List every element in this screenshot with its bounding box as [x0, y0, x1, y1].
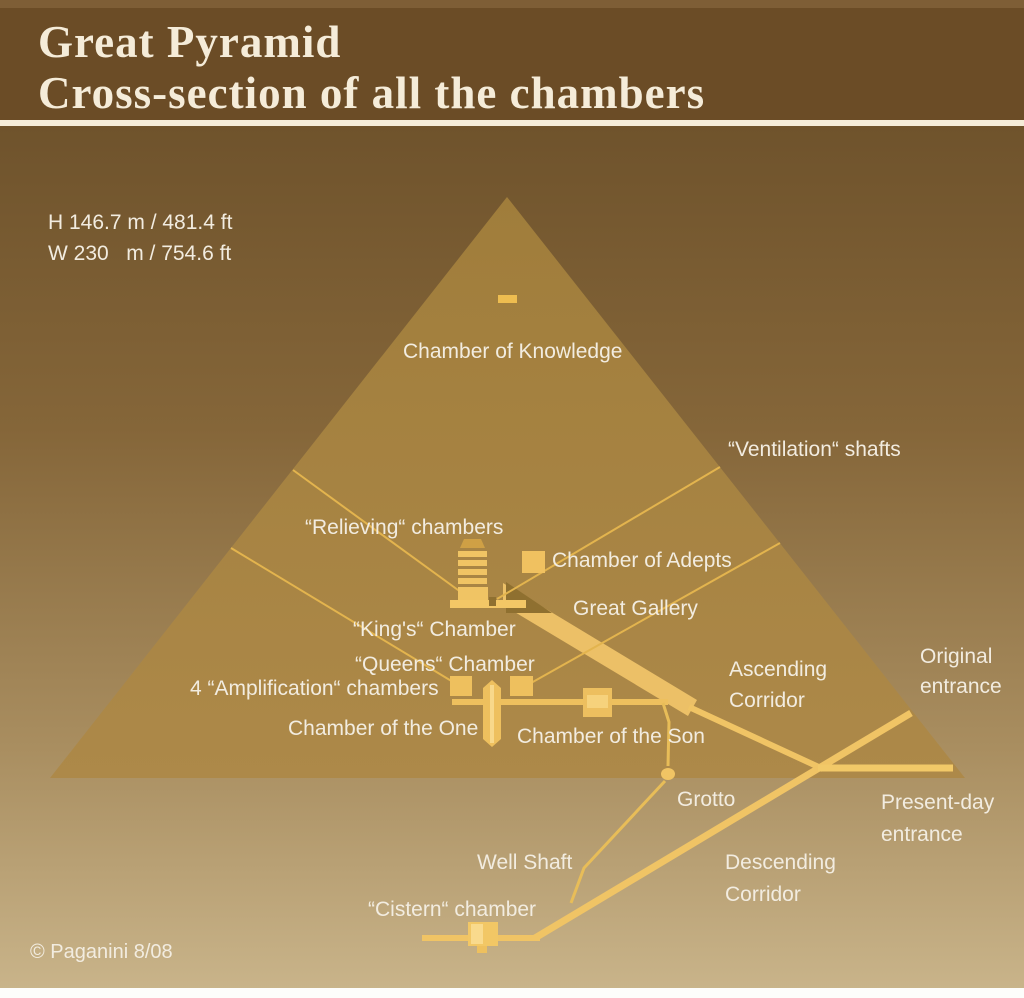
chamber-of-knowledge-marker	[498, 295, 517, 303]
descending-corridor-line	[533, 709, 913, 942]
label-relieving-chambers: “Relieving“ chambers	[305, 516, 503, 539]
great-gallery-band	[503, 583, 697, 716]
relieving-tower-cap	[460, 539, 485, 548]
chamber-of-adepts-marker	[522, 551, 545, 573]
label-ascending-corridor-1: Ascending	[729, 658, 827, 681]
cistern-chamber-highlight	[471, 924, 483, 944]
header-top-strip	[0, 0, 1024, 8]
label-great-gallery: Great Gallery	[573, 597, 698, 620]
header-band	[0, 8, 1024, 120]
label-ventilation-shafts: “Ventilation“ shafts	[728, 438, 901, 461]
grotto-marker	[661, 768, 675, 780]
ventilation-shaft-queens-right	[530, 542, 781, 684]
amplification-chamber-marker-2	[510, 676, 533, 696]
label-queens-chamber: “Queens“ Chamber	[355, 653, 535, 676]
pyramid	[50, 197, 965, 778]
relieving-chamber-bar-2	[458, 560, 487, 566]
title-line-2: Cross-section of all the chambers	[38, 68, 705, 118]
relieving-chamber-bar-3	[458, 569, 487, 575]
antechamber-notch	[489, 597, 496, 606]
height-stat: H 146.7 m / 481.4 ft	[48, 211, 233, 234]
label-chamber-of-the-son: Chamber of the Son	[517, 725, 705, 748]
ventilation-shaft-kings-left	[292, 469, 481, 607]
cistern-chamber-tab	[477, 946, 487, 953]
relieving-chamber-bar-1	[458, 551, 487, 557]
label-grotto: Grotto	[677, 788, 735, 811]
label-descending-corridor-2: Corridor	[725, 883, 801, 906]
well-shaft-upper-line	[661, 702, 671, 767]
label-chamber-of-the-one: Chamber of the One	[288, 717, 478, 740]
chamber-of-the-son-highlight	[587, 695, 608, 708]
label-chamber-of-knowledge: Chamber of Knowledge	[403, 340, 622, 363]
credit-text: © Paganini 8/08	[30, 941, 173, 963]
ventilation-shaft-kings-right	[496, 466, 721, 600]
kings-chamber-base-strip	[450, 600, 526, 608]
title-line-1: Great Pyramid	[38, 17, 341, 67]
label-cistern-chamber: “Cistern“ chamber	[368, 898, 536, 921]
label-chamber-of-adepts: Chamber of Adepts	[552, 549, 732, 572]
width-stat: W 230 m / 754.6 ft	[48, 242, 231, 265]
header-separator	[0, 120, 1024, 126]
label-descending-corridor-1: Descending	[725, 851, 836, 874]
ascending-corridor-line	[687, 704, 825, 772]
label-original-entrance-1: Original	[920, 645, 992, 668]
relieving-chamber-bar-4	[458, 578, 487, 584]
queens-passage	[452, 699, 668, 705]
label-original-entrance-2: entrance	[920, 675, 1002, 698]
bottom-border	[0, 988, 1024, 998]
label-present-day-entrance-2: entrance	[881, 823, 963, 846]
label-well-shaft: Well Shaft	[477, 851, 572, 874]
label-present-day-entrance-1: Present-day	[881, 791, 995, 814]
amplification-chamber-marker-1	[450, 676, 472, 696]
label-amplification-chambers: 4 “Amplification“ chambers	[190, 677, 439, 700]
label-ascending-corridor-2: Corridor	[729, 689, 805, 712]
well-shaft-lower-line	[569, 779, 667, 904]
ventilation-shaft-queens-left	[230, 547, 464, 689]
label-kings-chamber: “King's“ Chamber	[353, 618, 516, 641]
